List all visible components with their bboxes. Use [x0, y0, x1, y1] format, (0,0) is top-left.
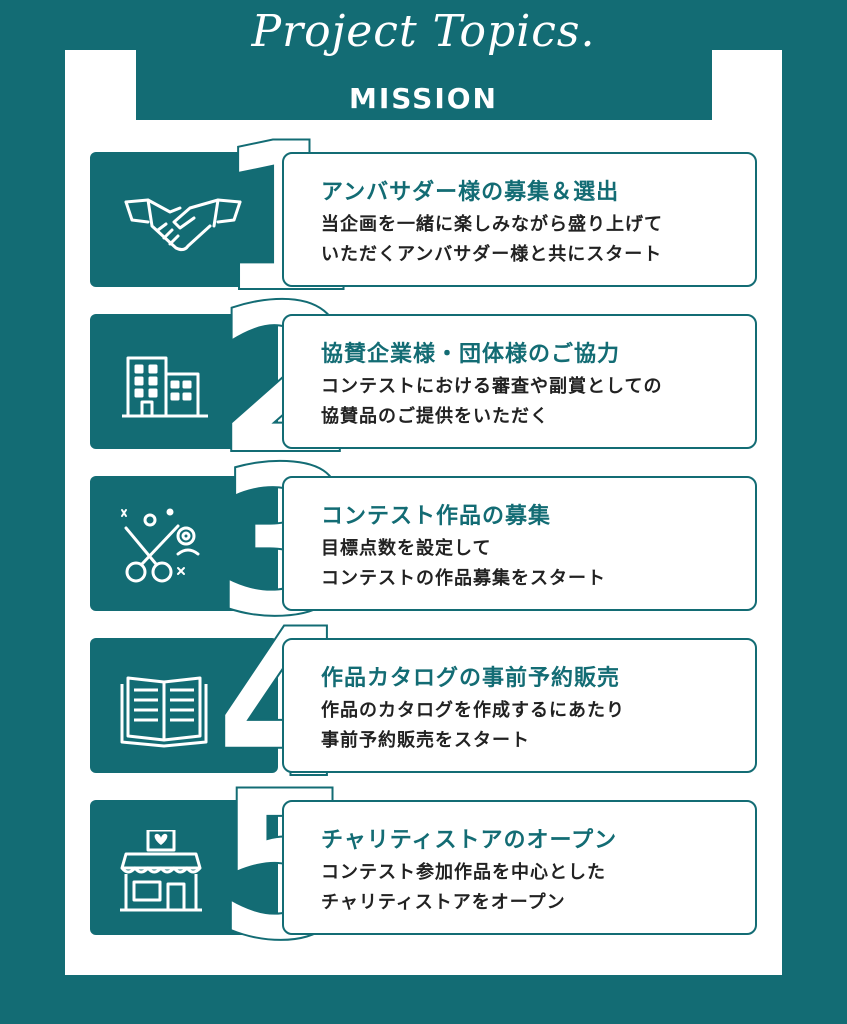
mission-heading: MISSION	[348, 82, 498, 115]
icon-box	[90, 476, 278, 611]
charity-store-icon	[120, 830, 202, 912]
topic-title: アンバサダー様の募集＆選出	[321, 180, 620, 205]
crafts-icon	[121, 508, 200, 583]
topic-title: チャリティストアのオープン	[321, 828, 618, 853]
topic-description: コンテストにおける審査や副賞としての 協賛品のご提供をいただく	[321, 372, 662, 432]
topic-item-3: 3 コンテスト作品の募集 目標点数を設定して コンテストの作品募集をスタート	[90, 440, 757, 647]
topic-card	[282, 800, 757, 935]
description-line: 協賛品のご提供をいただく	[321, 406, 549, 427]
handshake-icon	[124, 198, 242, 252]
topic-card	[282, 314, 757, 449]
description-line: チャリティストアをオープン	[321, 892, 566, 913]
description-line: コンテストにおける審査や副賞としての	[321, 376, 663, 397]
topic-item-2: 2 協賛企業様・団体様のご協力 コンテストにおける審査や副賞としての 協賛品のご…	[90, 278, 757, 485]
topic-description: 作品のカタログを作成するにあたり 事前予約販売をスタート	[321, 696, 625, 756]
header-band	[136, 0, 712, 120]
topic-title: 協賛企業様・団体様のご協力	[321, 342, 621, 367]
icon-box	[90, 800, 278, 935]
topic-description: 目標点数を設定して コンテストの作品募集をスタート	[321, 534, 606, 594]
topic-title: コンテスト作品の募集	[321, 504, 552, 529]
topic-card	[282, 476, 757, 611]
topic-item-4: 4 作品カタログの事前予約販売 作品のカタログを作成するにあたり 事前予約販売を…	[90, 602, 757, 809]
topic-description: コンテスト参加作品を中心とした チャリティストアをオープン	[321, 858, 606, 918]
description-line: 事前予約販売をスタート	[321, 730, 530, 751]
topic-item-1: 1 アンバサダー様の募集＆選出 当企画を一緒に楽しみながら盛り上げて いただくア…	[90, 116, 757, 323]
topic-item-5: 5 チャリティストアのオープン コンテスト参加作品を中心とした チャリティストア…	[90, 764, 757, 971]
topic-card	[282, 638, 757, 773]
description-line: 目標点数を設定して	[321, 538, 492, 559]
description-line: いただくアンバサダー様と共にスタート	[321, 244, 663, 265]
topic-title: 作品カタログの事前予約販売	[321, 666, 621, 691]
topic-card	[282, 152, 757, 287]
topic-description: 当企画を一緒に楽しみながら盛り上げて いただくアンバサダー様と共にスタート	[321, 210, 663, 270]
description-line: 当企画を一緒に楽しみながら盛り上げて	[321, 214, 663, 235]
icon-box	[90, 314, 278, 449]
icon-box	[90, 638, 278, 773]
description-line: コンテストの作品募集をスタート	[321, 568, 606, 589]
script-title: Project Topics.	[251, 6, 596, 57]
description-line: 作品のカタログを作成するにあたり	[321, 700, 625, 721]
description-line: コンテスト参加作品を中心とした	[321, 862, 606, 883]
icon-box	[90, 152, 278, 287]
catalog-book-icon	[120, 676, 208, 748]
building-icon	[122, 356, 208, 418]
